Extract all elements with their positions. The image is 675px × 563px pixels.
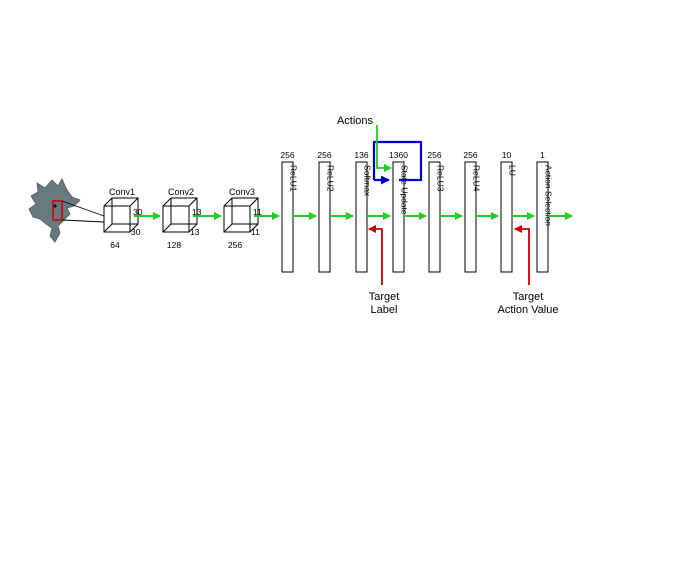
- fc-layer-size: 10: [502, 150, 512, 160]
- target-label-line1: Target: [369, 291, 400, 303]
- conv-layer-1: Conv1 30 30 64: [103, 187, 143, 250]
- conv-layer-depth: 64: [110, 240, 120, 250]
- actions-label: Actions: [337, 115, 374, 127]
- fc-layer-label: State Update: [400, 165, 410, 215]
- target-action-arrow: [514, 225, 530, 285]
- conv-layer-side: 11: [253, 207, 262, 217]
- conv-layer-depth: 256: [228, 240, 242, 250]
- fc-layer-label: Softmax: [363, 165, 373, 197]
- conv-layer-width: 30: [131, 227, 141, 237]
- conv-layer-width: 13: [190, 227, 200, 237]
- conv-layer-side: 13: [192, 207, 202, 217]
- fc-layer-size: 256: [463, 150, 477, 160]
- fc-layer-label: ReLU1: [289, 165, 299, 192]
- fc-layer-size: 136: [354, 150, 368, 160]
- actions-arrow: [376, 125, 392, 172]
- recurrent-loop: [372, 140, 423, 185]
- input-projection-lines: [61, 200, 105, 223]
- fc-layer-size: 1: [540, 150, 545, 160]
- fc-layer-label: Action Selection: [544, 165, 554, 226]
- fc-layer-size: 1360: [389, 150, 408, 160]
- fc-layer-label: LU: [508, 165, 518, 176]
- conv-layer-side: 30: [133, 207, 143, 217]
- fc-layer-size: 256: [427, 150, 441, 160]
- target-label-arrow: [368, 225, 383, 285]
- fc-layer-label: ReLU2: [326, 165, 336, 192]
- target-label-line2: Label: [371, 304, 398, 316]
- fc-layer-label: ReLU4: [472, 165, 482, 192]
- fc-layer-size: 256: [280, 150, 294, 160]
- fc-layer-label: ReLU3: [436, 165, 446, 192]
- fc-layer-size: 256: [317, 150, 331, 160]
- target-action-line2: Action Value: [498, 304, 559, 316]
- conv-layer-3: Conv3 11 11 256: [223, 187, 262, 250]
- conv-layer-label: Conv3: [229, 187, 255, 197]
- conv-layer-label: Conv2: [168, 187, 194, 197]
- conv-layer-2: Conv2 13 13 128: [162, 187, 202, 250]
- conv-layer-label: Conv1: [109, 187, 135, 197]
- input-cell-image: [28, 178, 81, 243]
- conv-layer-depth: 128: [167, 240, 181, 250]
- target-action-line1: Target: [513, 291, 544, 303]
- conv-layer-width: 11: [251, 227, 260, 237]
